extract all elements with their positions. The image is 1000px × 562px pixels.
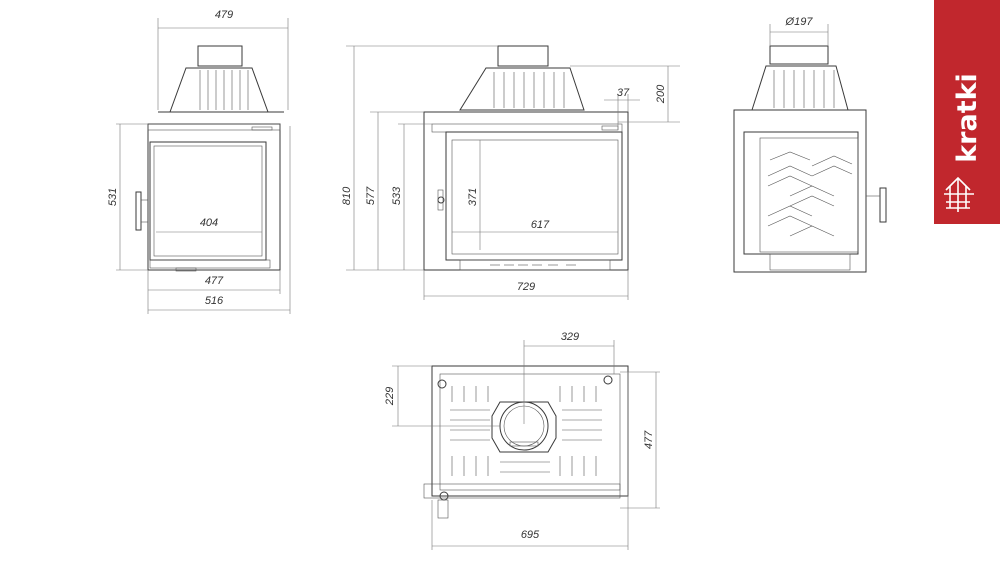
top-view: 329 229 477 695: [384, 331, 660, 550]
front-inner-width-label: 477: [205, 275, 224, 287]
side-outer-width-label: 729: [517, 281, 535, 293]
side-inner-height-label: 533: [391, 186, 403, 205]
back-flue-diameter-label: Ø197: [785, 16, 814, 28]
top-depth-label: 477: [643, 430, 655, 449]
side-total-height-label: 810: [341, 186, 353, 205]
side-collar-height-label: 200: [655, 84, 667, 104]
side-view: 810 577 533 371 617 729 200 37: [341, 45, 680, 300]
side-glass-height-label: 371: [467, 188, 479, 206]
front-top-width-label: 479: [215, 9, 233, 21]
kratki-logo: kratki: [934, 0, 1000, 224]
front-outer-width-label: 516: [205, 295, 224, 307]
top-width-label: 695: [521, 529, 540, 541]
top-flue-offset-x-label: 329: [561, 331, 579, 343]
side-glass-width-label: 617: [531, 219, 550, 231]
front-height-label: 531: [107, 188, 119, 206]
side-body-height-label: 577: [365, 186, 377, 205]
side-offset-label: 37: [617, 87, 630, 99]
back-view: Ø197: [733, 16, 887, 273]
brand-name: kratki: [952, 73, 983, 163]
front-view: 479 531 404 477 516: [107, 9, 291, 314]
front-glass-width-label: 404: [200, 217, 218, 229]
top-flue-offset-y-label: 229: [384, 387, 396, 406]
house-grid-logo-icon: [944, 176, 974, 212]
